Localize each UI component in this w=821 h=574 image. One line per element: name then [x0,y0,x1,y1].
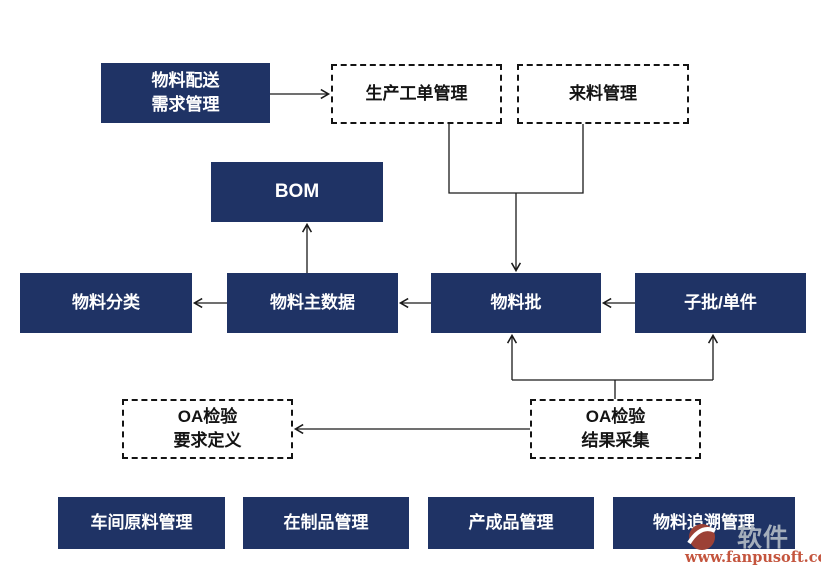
node-label: 生产工单管理 [365,84,468,104]
node-qa-result-collection[interactable]: OA检验 结果采集 [530,399,701,459]
node-material-master-data[interactable]: 物料主数据 [227,273,398,333]
node-label: OA检验 结果采集 [581,407,650,450]
node-label: BOM [274,180,320,202]
node-label: 子批/单件 [684,293,757,313]
node-workshop-raw-material[interactable]: 车间原料管理 [58,497,225,549]
node-bom[interactable]: BOM [211,162,383,222]
node-qa-requirement-definition[interactable]: OA检验 要求定义 [122,399,293,459]
node-label: 物料主数据 [270,293,355,313]
node-label: 来料管理 [569,84,637,104]
edge-join-production-incoming [448,124,584,194]
node-sub-batch-unit[interactable]: 子批/单件 [635,273,806,333]
node-material-delivery-demand[interactable]: 物料配送 需求管理 [101,63,270,123]
node-label: 物料追溯管理 [653,513,755,533]
node-material-traceability[interactable]: 物料追溯管理 [613,497,795,549]
node-material-batch[interactable]: 物料批 [431,273,601,333]
node-wip-management[interactable]: 在制品管理 [243,497,409,549]
node-label: 物料批 [490,293,542,313]
node-finished-product[interactable]: 产成品管理 [428,497,594,549]
node-incoming-material[interactable]: 来料管理 [517,64,689,124]
node-label: OA检验 要求定义 [173,407,242,450]
node-material-category[interactable]: 物料分类 [20,273,192,333]
node-label: 产成品管理 [468,513,554,533]
edge-qaresult-fork [512,379,713,399]
node-label: 车间原料管理 [90,513,193,533]
node-label: 在制品管理 [283,513,369,533]
node-label: 物料配送 需求管理 [151,71,220,114]
node-label: 物料分类 [72,293,140,313]
node-production-work-order[interactable]: 生产工单管理 [331,64,502,124]
